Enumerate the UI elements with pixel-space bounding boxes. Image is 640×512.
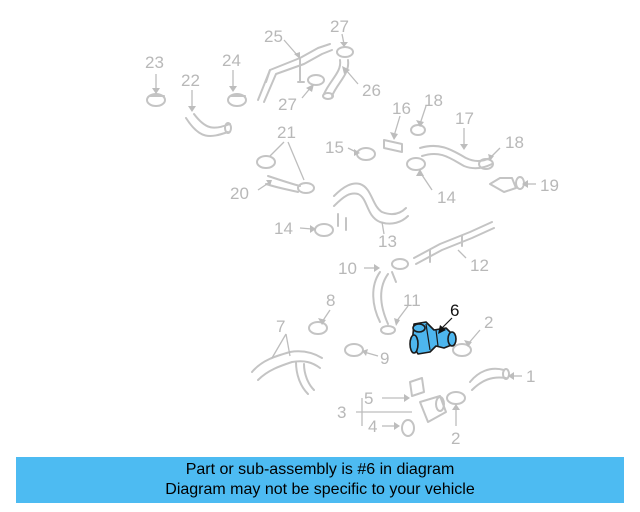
callout-18-a: 18 [424,91,443,110]
part-20-hose: 20 [230,175,301,203]
callout-27-top: 27 [330,17,349,36]
part-16-fitting: 16 [383,99,411,153]
banner-part-reference: Part or sub-assembly is #6 in diagram [185,461,455,478]
callout-16: 16 [392,99,411,118]
part-24-clamp: 24 [222,51,247,107]
callout-23: 23 [145,53,164,72]
part-23-clamp: 23 [145,53,166,107]
callout-1: 1 [526,367,535,386]
callout-26: 26 [362,81,381,100]
part-8-clamp: 8 [308,291,335,335]
callout-11: 11 [403,291,421,310]
part-7-hose: 7 [251,317,323,395]
part-15-clamp: 15 [325,138,376,161]
callout-10: 10 [338,259,357,278]
part-2-clamp-upper: 2 [452,313,493,357]
callout-14-lower: 14 [274,219,293,238]
part-11-hose: 11 [372,271,421,335]
callout-20: 20 [230,184,249,203]
callout-18-b: 18 [505,133,524,152]
callout-2-upper: 2 [484,313,493,332]
part-4-gasket: 4 [368,417,415,437]
part-1-hose: 1 [469,367,535,391]
part-19-sensor: 19 [489,176,559,195]
part-22-hose: 22 [181,71,232,138]
part-9-clamp: 9 [344,343,389,368]
callout-2-lower: 2 [451,429,460,448]
callout-7: 7 [276,317,285,336]
callout-12: 12 [470,256,489,275]
callout-14-upper: 14 [437,188,456,207]
part-14-clamp-lower: 14 [274,219,334,238]
part-12-pipe: 12 [413,221,495,275]
part-13-pipe: 13 [333,182,409,251]
callout-25: 25 [264,27,283,46]
callout-4: 4 [368,417,377,436]
part-6-highlighted[interactable]: 6 [409,301,459,355]
callout-9: 9 [380,349,389,368]
callout-13: 13 [378,232,397,251]
info-banner: Part or sub-assembly is #6 in diagram Di… [16,457,624,503]
banner-disclaimer: Diagram may not be specific to your vehi… [165,481,475,498]
part-3-housing: 3 [337,395,447,426]
callout-5: 5 [364,389,373,408]
callout-19: 19 [540,176,559,195]
callout-6: 6 [450,301,459,320]
callout-21: 21 [277,123,296,142]
part-27-clamp-top: 27 [330,17,354,58]
callout-27-bottom: 27 [278,95,297,114]
callout-3: 3 [337,403,346,422]
part-2-clamp-lower: 2 [446,391,466,448]
callout-8: 8 [326,291,335,310]
callout-22: 22 [181,71,200,90]
callout-15: 15 [325,138,344,157]
part-27-clamp-bottom: 27 [278,74,325,114]
part-25-pipe: 25 [257,27,333,103]
part-18-clamp-b: 18 [478,133,524,170]
part-14-clamp-upper: 14 [406,157,456,207]
callout-24: 24 [222,51,241,70]
parts-diagram: 23 22 24 25 27 26 [145,17,559,448]
callout-17: 17 [455,109,474,128]
part-21-clamps: 21 [256,123,315,194]
part-10-fitting: 10 [338,258,409,283]
part-26-hose: 26 [322,59,381,100]
part-18-clamp-a: 18 [410,91,443,136]
part-5-bracket: 5 [364,377,425,408]
